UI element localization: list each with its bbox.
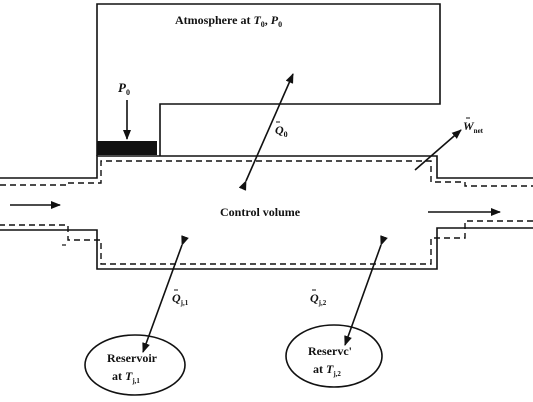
atmosphere-label: Atmosphere at T0, P0 xyxy=(175,13,282,29)
control-volume-label: Control volume xyxy=(220,205,301,219)
heat-reservoir1-label: Qj,1 xyxy=(172,289,189,307)
heat-reservoir2-arrow xyxy=(344,235,388,346)
svg-text:Q0: Q0 xyxy=(275,123,288,139)
svg-text:Wnet: Wnet xyxy=(463,119,484,135)
work-label: Wnet xyxy=(463,117,484,135)
heat-atmosphere-arrow xyxy=(238,73,294,191)
reservoir-2-name: Reservc' xyxy=(308,344,352,358)
reservoir-1 xyxy=(84,334,186,396)
piston xyxy=(97,141,157,155)
heat-atmosphere-label: Q0 xyxy=(275,121,288,139)
reservoir-1-name: Reservoir xyxy=(107,351,158,365)
piston-pressure-label: P0 xyxy=(118,80,130,97)
atmosphere-boundary xyxy=(96,3,441,156)
svg-text:Qj,2: Qj,2 xyxy=(310,291,327,307)
reservoir-2 xyxy=(285,324,383,388)
work-output-arrow xyxy=(414,129,462,171)
reservoir-1-temp: at Tj,1 xyxy=(112,369,140,385)
reservoir-2-temp: at Tj,2 xyxy=(313,362,341,378)
svg-text:Qj,1: Qj,1 xyxy=(172,291,189,307)
heat-reservoir1-arrow xyxy=(142,235,189,353)
heat-reservoir2-label: Qj,2 xyxy=(310,289,327,307)
